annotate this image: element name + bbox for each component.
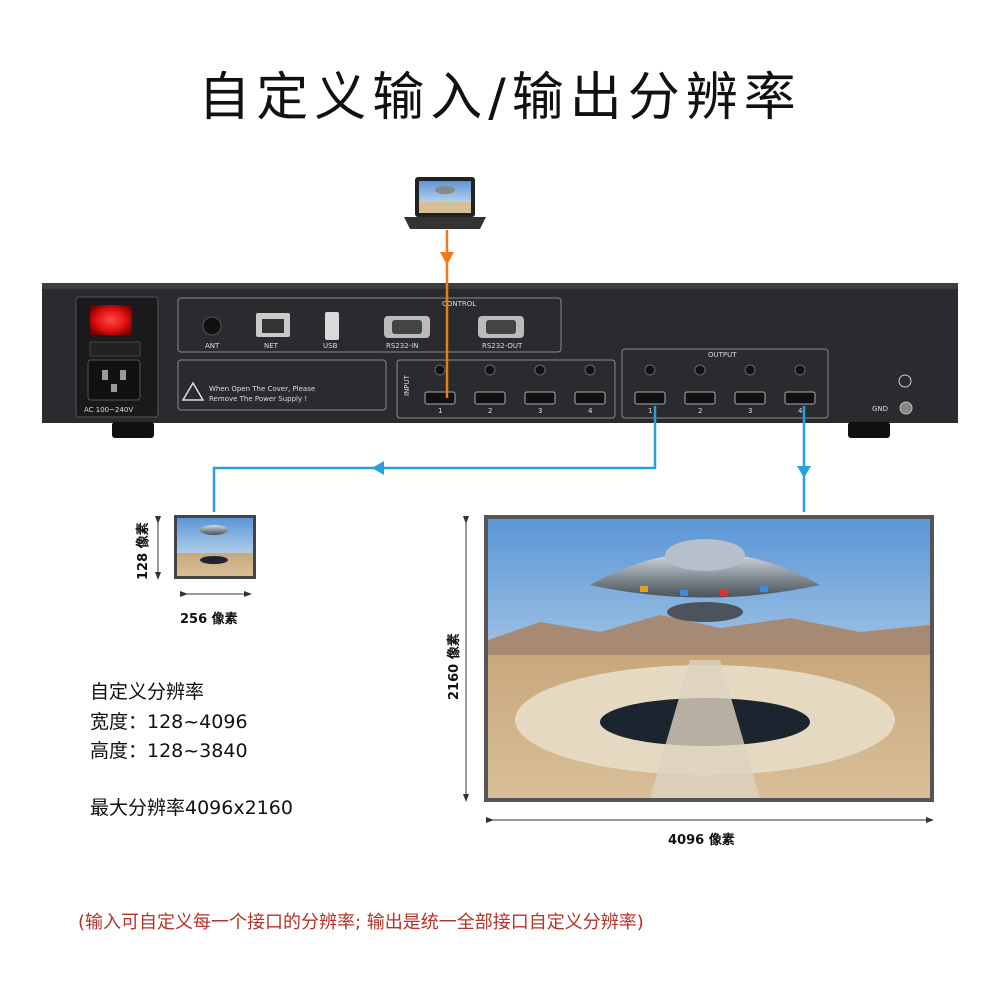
ac-label: AC 100~240V: [84, 406, 133, 414]
footnote: (输入可自定义每一个接口的分辨率; 输出是统一全部接口自定义分辨率): [78, 912, 644, 933]
input-port-number: 2: [488, 407, 492, 415]
output-label: OUTPUT: [708, 351, 737, 359]
input-arrow-icon: [440, 252, 454, 265]
info-heading: 自定义分辨率: [90, 681, 205, 703]
hdmi-input-1[interactable]: [424, 391, 456, 405]
usb-label: USB: [323, 342, 338, 350]
output-port-number: 3: [748, 407, 752, 415]
hdmi-input-4[interactable]: [574, 391, 606, 405]
hdmi-output-2[interactable]: [684, 391, 716, 405]
hdmi-output-4[interactable]: [784, 391, 816, 405]
info-width: 宽度：128~4096: [90, 711, 248, 733]
power-switch[interactable]: [90, 305, 132, 335]
info-height: 高度：128~3840: [90, 740, 248, 762]
small-width-label: 256 像素: [180, 612, 238, 627]
output1-signal-line: [212, 406, 657, 512]
warning-icon: [181, 381, 205, 401]
power-module: [75, 296, 159, 418]
small-height-label: 128 像素: [136, 522, 151, 580]
hdmi-input-3[interactable]: [524, 391, 556, 405]
info-max-resolution: 最大分辨率4096x2160: [90, 797, 293, 819]
large-height-label: 2160 像素: [447, 633, 462, 700]
output-port-number: 4: [798, 407, 803, 415]
output4-arrow-icon: [797, 466, 811, 478]
input-label: INPUT: [403, 374, 411, 396]
hdmi-output-1[interactable]: [634, 391, 666, 405]
output-port-number: 2: [698, 407, 702, 415]
input-port-number: 4: [588, 407, 593, 415]
video-processor-rear-panel: AC 100~240V ANT NET USB RS232-IN RS232-O…: [42, 283, 958, 438]
large-width-label: 4096 像素: [668, 833, 735, 848]
warning-text-line1: When Open The Cover, Please: [209, 385, 315, 393]
large-screen: [484, 515, 934, 802]
rs232-in-label: RS232-IN: [386, 342, 419, 350]
small-screen: [174, 515, 256, 579]
ant-connector[interactable]: [202, 316, 222, 336]
control-label: CONTROL: [442, 300, 476, 308]
gnd-label: GND: [872, 405, 888, 413]
output-port-number: 1: [648, 407, 652, 415]
input-port-number: 3: [538, 407, 542, 415]
hdmi-output-3[interactable]: [734, 391, 766, 405]
rs232-out-label: RS232-OUT: [482, 342, 523, 350]
input-port-number: 1: [438, 407, 442, 415]
ant-label: ANT: [205, 342, 220, 350]
page-title: 自定义输入/输出分辨率: [198, 68, 802, 128]
warning-text-line2: Remove The Power Supply !: [209, 395, 307, 403]
usb-port[interactable]: [325, 312, 339, 340]
hdmi-output-ports: [634, 364, 816, 405]
ground-symbol-icon: [898, 374, 912, 388]
hdmi-input-2[interactable]: [474, 391, 506, 405]
output1-arrow-icon: [372, 461, 384, 475]
laptop-icon: [404, 177, 486, 229]
net-label: NET: [264, 342, 279, 350]
gnd-terminal[interactable]: [899, 401, 913, 415]
